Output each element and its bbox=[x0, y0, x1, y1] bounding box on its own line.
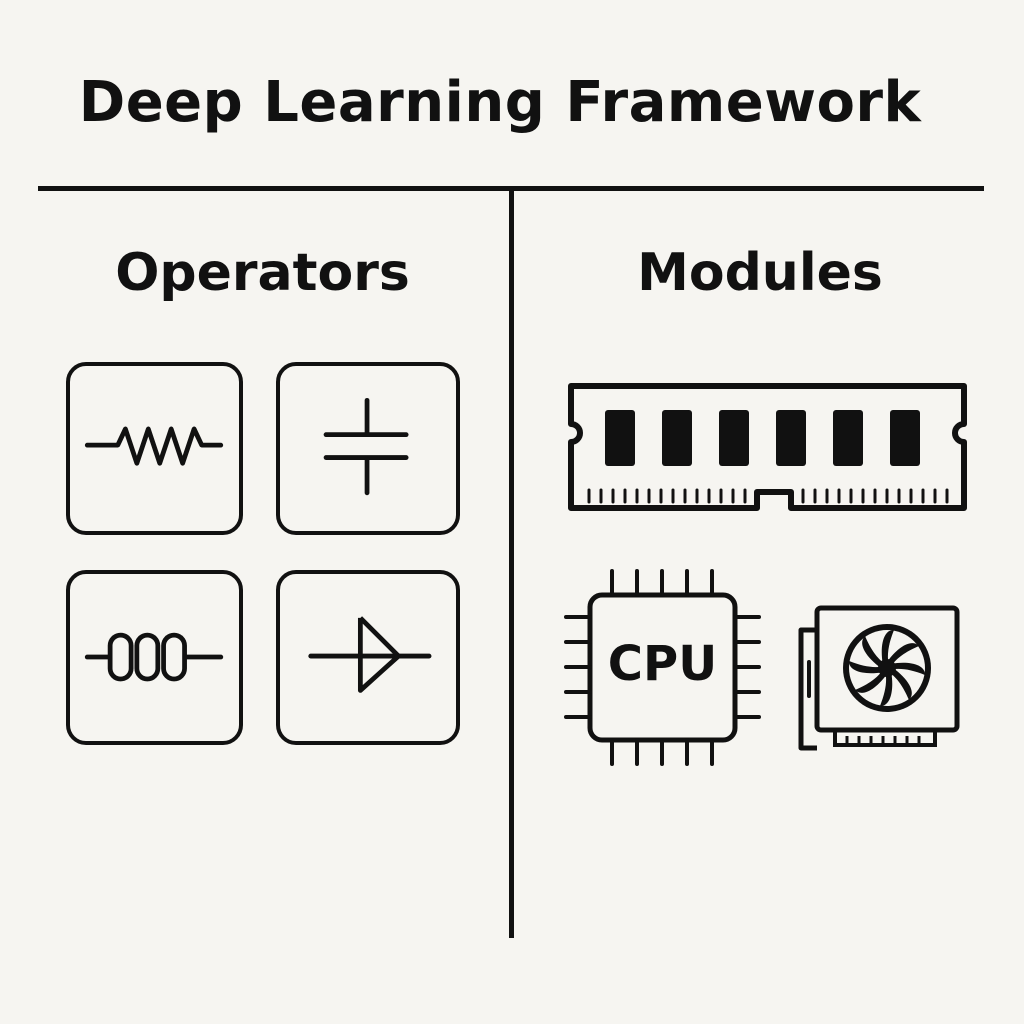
gpu-card-icon bbox=[798, 605, 960, 751]
cpu-chip-icon: CPU bbox=[560, 565, 765, 770]
inductor-tile bbox=[66, 570, 243, 745]
ram-module-icon bbox=[568, 383, 967, 511]
column-divider bbox=[509, 190, 514, 938]
capacitor-tile bbox=[276, 362, 460, 535]
capacitor-icon bbox=[323, 397, 409, 496]
cpu-chip-graphic bbox=[564, 569, 761, 766]
diode-tile bbox=[276, 570, 460, 745]
resistor-tile bbox=[66, 362, 243, 535]
operators-heading: Operators bbox=[115, 243, 410, 303]
diagram-title: Deep Learning Framework bbox=[78, 70, 922, 135]
inductor-icon bbox=[84, 632, 224, 682]
cpu-label: CPU bbox=[607, 636, 718, 692]
resistor-icon bbox=[84, 426, 224, 466]
modules-heading: Modules bbox=[637, 243, 883, 303]
header-divider bbox=[38, 186, 984, 191]
diode-icon bbox=[308, 616, 432, 693]
